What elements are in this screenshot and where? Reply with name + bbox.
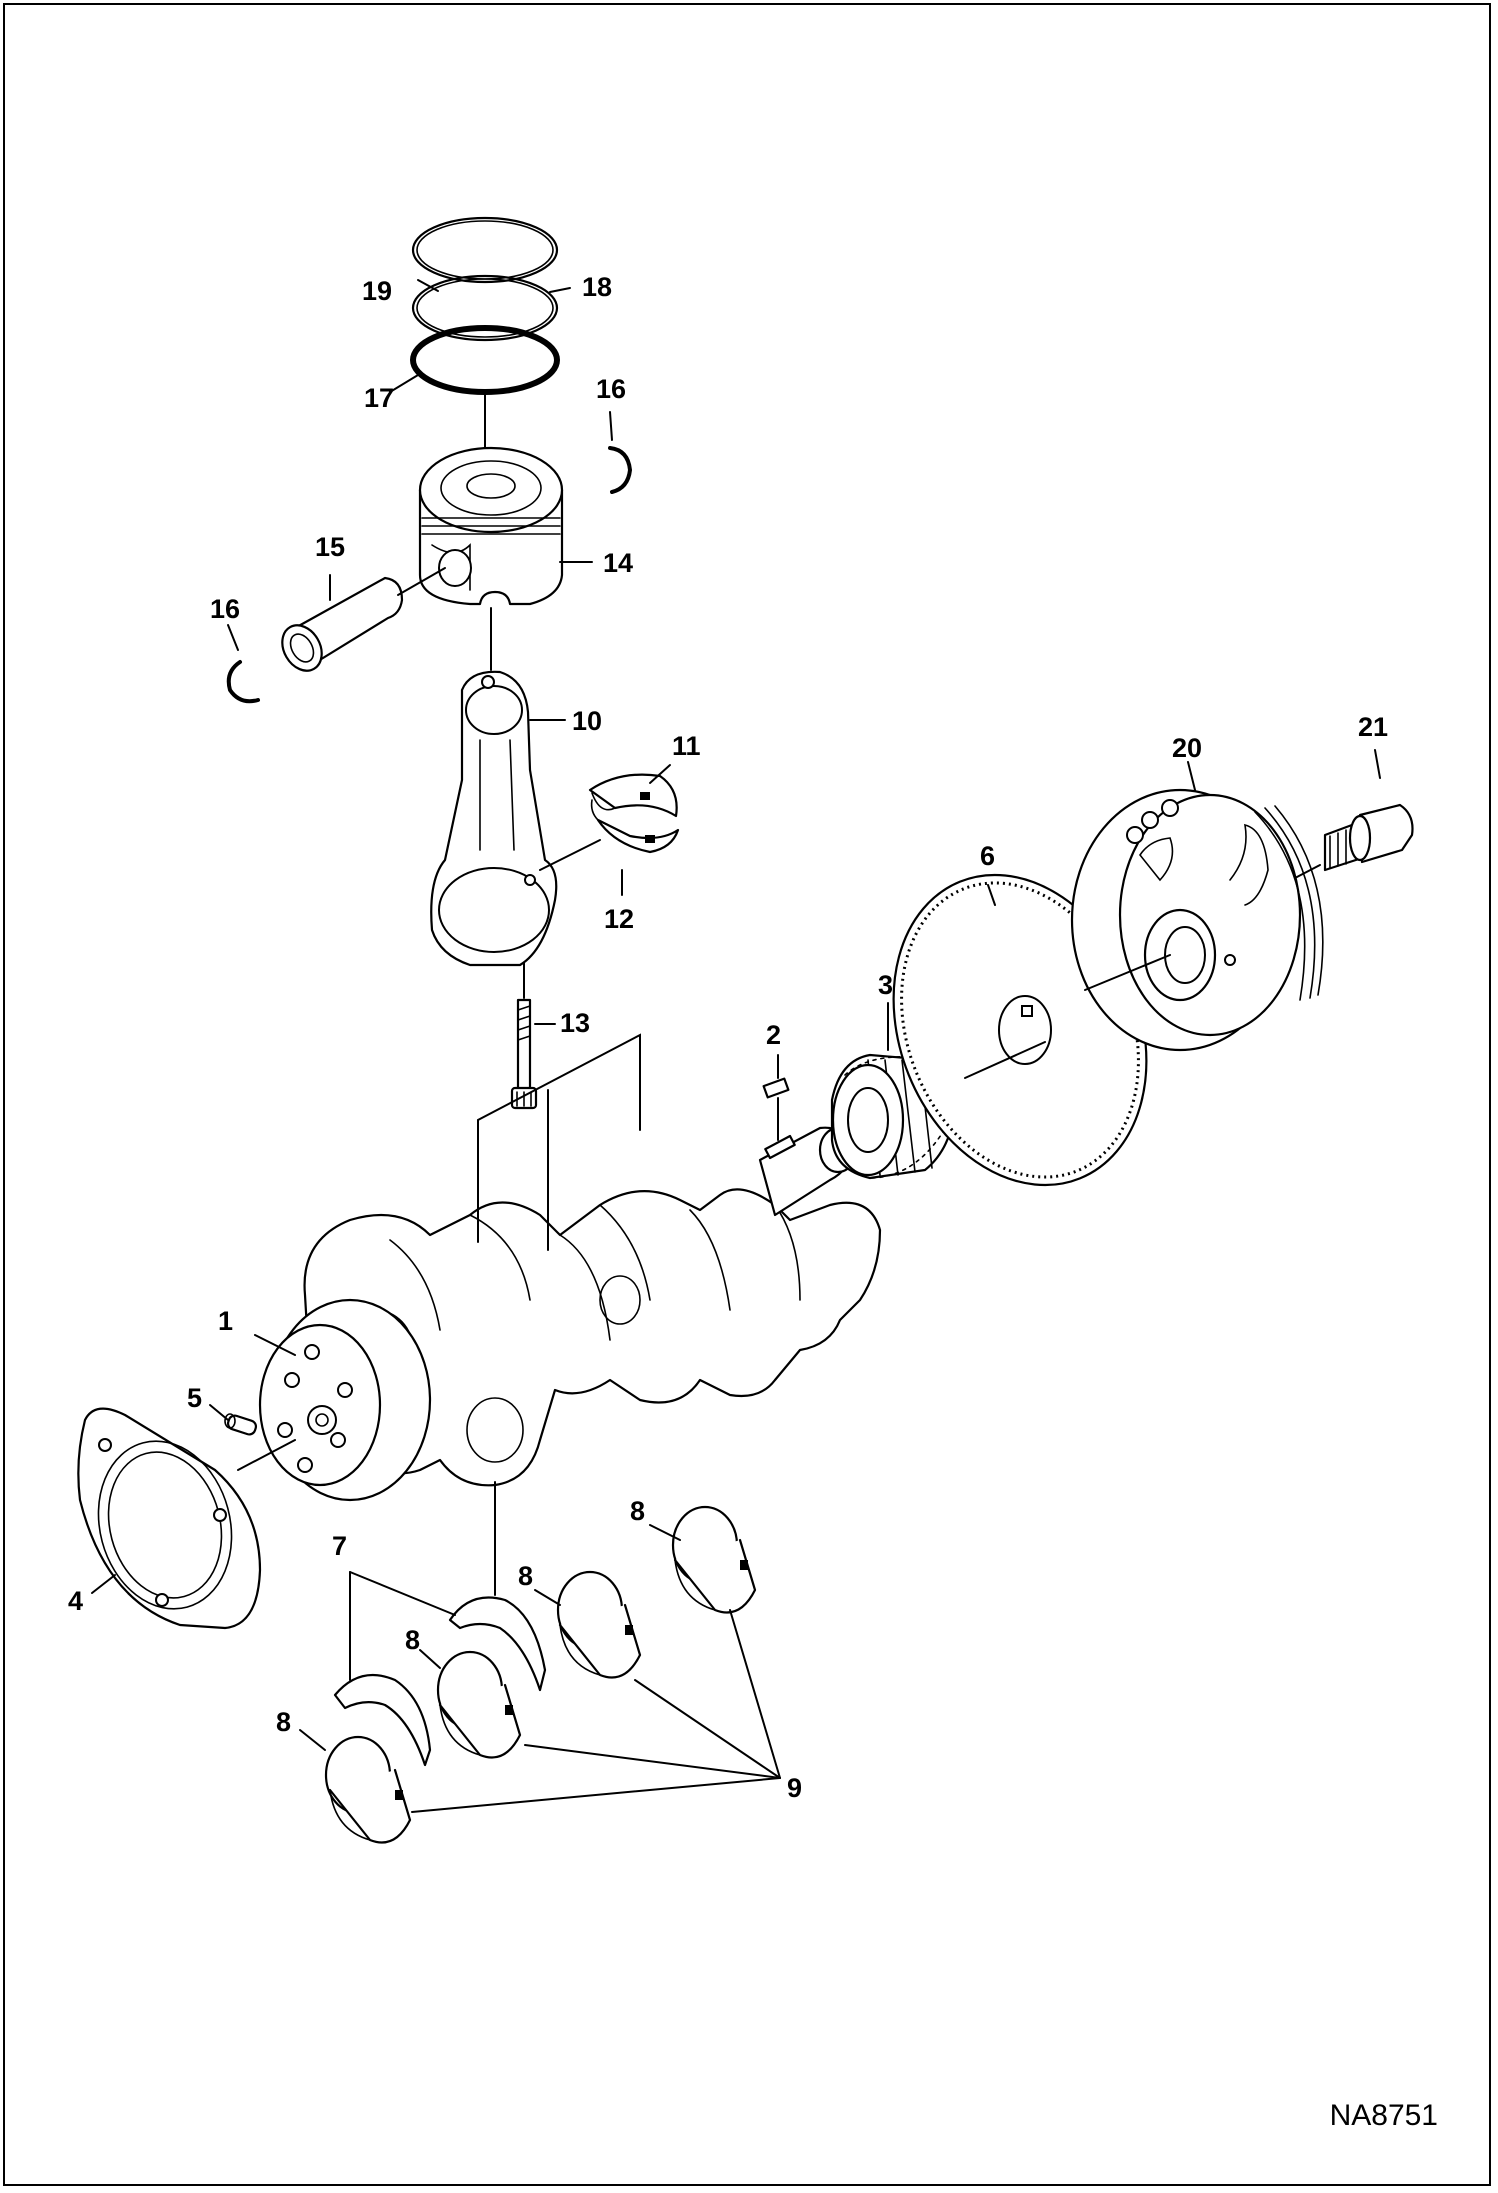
journal-leader-group	[477, 1033, 641, 1243]
rod-bearing-lower	[590, 799, 680, 854]
figure-reference-id: NA8751	[1329, 2099, 1438, 2132]
thrust-washer-upper	[448, 1596, 547, 1692]
callout-9: 9	[787, 1773, 803, 1803]
main-bearing-1	[324, 1735, 412, 1844]
pulley-bolt	[1323, 803, 1414, 872]
figure-border	[3, 3, 1491, 2186]
callout-11: 11	[672, 731, 701, 761]
piston-ring-19	[411, 216, 559, 284]
connecting-rod	[430, 670, 558, 967]
snap-ring-right	[608, 446, 632, 494]
crank-pulley	[1070, 788, 1324, 1052]
callout-8-bottom: 8	[276, 1707, 292, 1737]
callout-5: 5	[187, 1383, 203, 1413]
callout-16-right: 16	[596, 374, 627, 404]
snap-ring-left	[226, 660, 260, 704]
gear-axis-line	[964, 1041, 1046, 1079]
callout-21: 21	[1358, 712, 1389, 742]
main-bearing-3	[556, 1570, 642, 1679]
rod-bolt	[510, 998, 538, 1110]
dowel-pin	[224, 1413, 258, 1436]
piston-ring-18	[411, 274, 559, 342]
thrust-washer-lower	[333, 1673, 432, 1767]
callout-12: 12	[604, 904, 635, 934]
callout-13: 13	[560, 1008, 591, 1038]
callout-8-upper-mid: 8	[518, 1561, 534, 1591]
crankshaft	[258, 1126, 882, 1502]
callout-3: 3	[878, 970, 894, 1000]
callout-15: 15	[315, 532, 346, 562]
callout-10: 10	[572, 706, 603, 736]
callout-16-left: 16	[210, 594, 241, 624]
callout-4: 4	[68, 1586, 84, 1616]
bearing-axis-line	[539, 839, 601, 871]
woodruff-key	[762, 1077, 790, 1099]
callout-8-top: 8	[630, 1496, 646, 1526]
callout-19: 19	[362, 276, 393, 306]
seal-axis-line	[237, 1439, 296, 1471]
disc-axis-line	[1084, 954, 1171, 991]
callout-18: 18	[582, 272, 613, 302]
callout-6: 6	[980, 841, 996, 871]
callout-1: 1	[218, 1306, 234, 1336]
rod-bearing-upper	[588, 773, 678, 818]
rear-seal	[77, 1407, 262, 1630]
pulley-axis-line	[1294, 864, 1321, 879]
callout-7: 7	[332, 1531, 348, 1561]
pin-axis-line	[397, 567, 446, 596]
piston-pin	[281, 576, 404, 672]
callout-20: 20	[1172, 733, 1203, 763]
callout-2: 2	[766, 1020, 782, 1050]
callout-8-lower-mid: 8	[405, 1625, 421, 1655]
callout-17: 17	[364, 383, 395, 413]
main-bearing-2	[436, 1650, 522, 1759]
piston	[418, 446, 564, 606]
callout-leaders	[91, 279, 1381, 1813]
main-bearing-4	[671, 1505, 757, 1614]
callout-14: 14	[603, 548, 634, 578]
